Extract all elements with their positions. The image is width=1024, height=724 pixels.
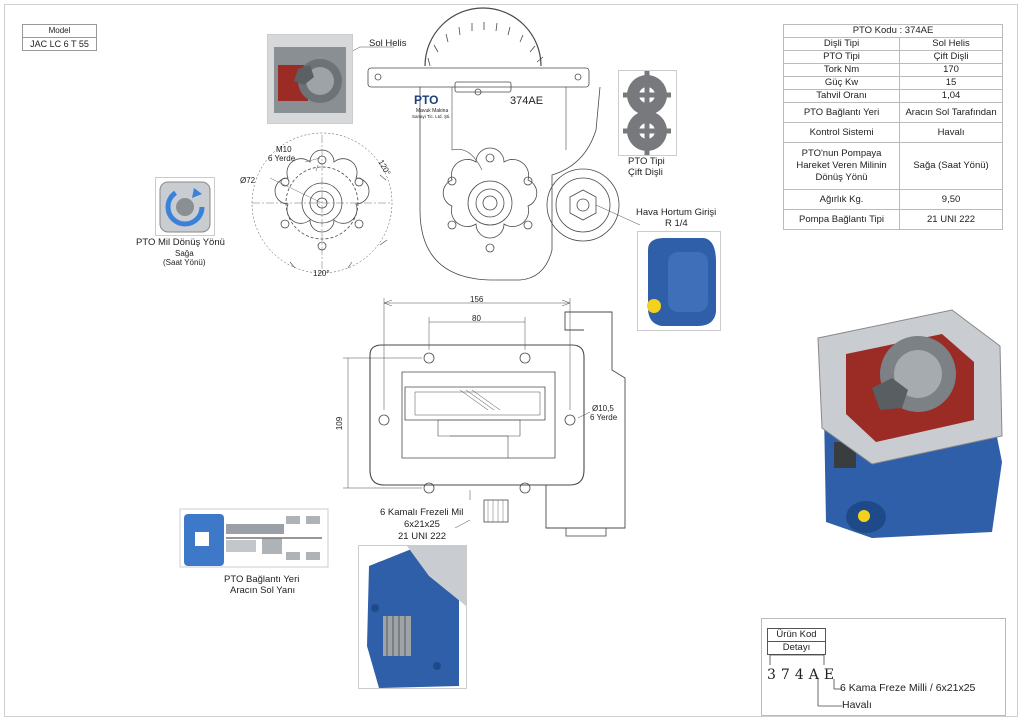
spec-key: PTO'nun Pompaya Hareket Veren Milinin Dö… [782, 142, 901, 190]
spec-key: Ağırlık Kg. [782, 189, 901, 210]
logo-pto: PTO [414, 93, 439, 107]
label-mil-2: 6x21x25 [404, 519, 440, 530]
label-mil-3: 21 UNI 222 [398, 531, 447, 542]
product-code-detail-1: 6 Kama Freze Milli / 6x21x25 [840, 682, 976, 694]
label-mil-donus-1: PTO Mil Dönüş Yönü [136, 237, 225, 248]
label-6-yerde-top: 6 Yerde [268, 154, 296, 163]
spec-value: Aracın Sol Tarafından [899, 102, 1003, 123]
center-flange [442, 147, 538, 239]
model-header: Model [23, 25, 96, 38]
product-code-title-1: Ürün Kod [768, 629, 825, 642]
spec-value: Sağa (Saat Yönü) [899, 142, 1003, 190]
spec-key: Kontrol Sistemi [782, 122, 901, 143]
spec-value: 1,04 [899, 89, 1003, 103]
main-flange-view [369, 311, 626, 537]
top-flange [367, 67, 590, 88]
label-mil-donus-2: Sağa [175, 249, 194, 258]
label-mil-donus-3: (Saat Yönü) [163, 258, 206, 267]
spec-value: Çift Dişli [899, 50, 1003, 64]
spec-key: Dişli Tipi [782, 37, 901, 51]
model-value: JAC LC 6 T 55 [30, 39, 89, 49]
product-code-detail: Ürün Kod Detayı 374AE 6 Kama Freze Milli… [761, 618, 1006, 716]
label-phi105: Ø10,5 [592, 404, 614, 413]
spec-key: Tahvil Oranı [782, 89, 901, 103]
label-pto-tipi: PTO Tipi [628, 156, 665, 167]
rotation-direction-icon [155, 177, 215, 236]
product-code-title-2: Detayı [782, 642, 811, 653]
spec-value: 21 UNI 222 [899, 209, 1003, 230]
spec-value: Sol Helis [899, 37, 1003, 51]
dim-80: 80 [472, 314, 481, 323]
spec-value: 15 [899, 76, 1003, 90]
label-hava-hortum: Hava Hortum Girişi [636, 207, 717, 218]
gear-photo-thumbnail [267, 34, 353, 124]
product-code-detail-2: Havalı [842, 699, 872, 711]
spec-value: 170 [899, 63, 1003, 77]
pto-assembly-photo [812, 302, 1008, 544]
side-housing [419, 86, 601, 281]
front-flange-view [251, 132, 393, 274]
label-120-bottom: 120° [313, 269, 330, 278]
product-code-digits: 374AE [767, 667, 840, 683]
product-code-leaders [769, 654, 842, 707]
top-gear-teeth [424, 7, 544, 67]
truck-top-view [179, 508, 329, 568]
label-6-yerde-bottom: 6 Yerde [590, 413, 618, 422]
dim-109: 109 [335, 416, 345, 431]
spec-key: Güç Kw [782, 76, 901, 90]
model-box: Model JAC LC 6 T 55 [22, 24, 97, 51]
spec-key: PTO Bağlantı Yeri [782, 102, 901, 123]
label-code-on-drawing: 374AE [510, 95, 544, 107]
twin-gear-icon [618, 70, 677, 156]
label-phi72: Ø72 [240, 176, 256, 185]
shaft-photo [358, 545, 467, 689]
spec-value: 9,50 [899, 189, 1003, 210]
label-baglanti-2: Aracın Sol Yanı [230, 585, 296, 596]
air-inlet-photo [637, 231, 721, 331]
label-r14: R 1/4 [665, 218, 688, 229]
label-cift-disli: Çift Dişli [628, 167, 663, 178]
spec-key: PTO Tipi [782, 50, 901, 64]
product-code-title: Ürün Kod Detayı [767, 628, 826, 655]
logo-sub-2: Sanayi Tic. Ltd. Şti. [412, 114, 451, 119]
spec-value: Havalı [899, 122, 1003, 143]
spec-title: PTO Kodu : 374AE [783, 24, 1003, 38]
dimension-lines [343, 298, 591, 489]
label-baglanti-1: PTO Bağlantı Yeri [224, 574, 300, 585]
label-m10: M10 [276, 145, 292, 154]
spec-key: Pompa Bağlantı Tipi [782, 209, 901, 230]
spec-key: Tork Nm [782, 63, 901, 77]
dim-156: 156 [470, 295, 484, 304]
drawing-frame [4, 4, 1018, 717]
air-inlet-housing [546, 168, 620, 242]
label-sol-helis: Sol Helis [369, 38, 407, 49]
logo-sub-1: Mavuk Makina [416, 108, 449, 114]
label-mil-1: 6 Kamalı Frezeli Mil [380, 507, 464, 518]
